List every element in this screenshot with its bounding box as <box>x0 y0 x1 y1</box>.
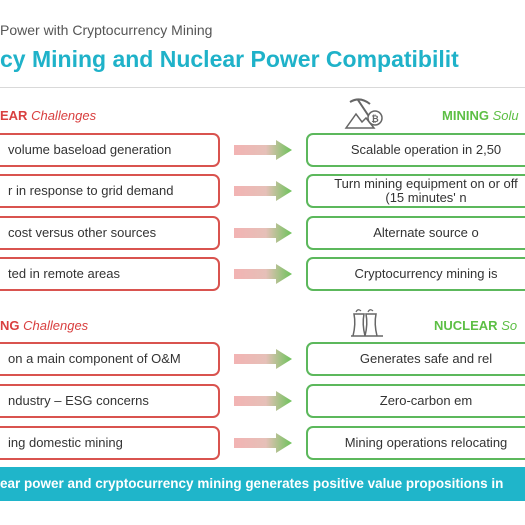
arrow-icon <box>234 223 292 243</box>
title-divider <box>0 87 525 88</box>
arrow-icon <box>234 391 292 411</box>
mining-challenges-heading-bold: NG <box>0 318 20 333</box>
mining-solution-box: Cryptocurrency mining is <box>306 257 525 291</box>
mining-challenge-box: on a main component of O&M <box>0 342 220 376</box>
nuclear-solution-box: Mining operations relocating <box>306 426 525 460</box>
summary-banner: ear power and cryptocurrency mining gene… <box>0 467 525 501</box>
nuclear-challenges-heading: EAR Challenges <box>0 108 96 123</box>
mining-solution-box: Alternate source o <box>306 216 525 250</box>
nuclear-solutions-heading: NUCLEAR So <box>434 318 517 333</box>
bottom-margin <box>0 501 525 525</box>
arrow-icon <box>234 181 292 201</box>
mining-solution-box: Scalable operation in 2,50 <box>306 133 525 167</box>
mining-challenges-heading: NG Challenges <box>0 318 88 333</box>
nuclear-solutions-heading-bold: NUCLEAR <box>434 318 498 333</box>
nuclear-solutions-heading-italic: So <box>501 318 518 333</box>
mining-challenge-box: ing domestic mining <box>0 426 220 460</box>
mining-challenges-heading-italic: Challenges <box>23 318 89 333</box>
arrow-icon <box>234 349 292 369</box>
mining-pickaxe-bitcoin-icon: ₿ <box>344 98 383 129</box>
mining-solution-line-1: Turn mining equipment on or off <box>334 176 518 191</box>
nuclear-solution-box: Zero-carbon em <box>306 384 525 418</box>
arrow-icon <box>234 140 292 160</box>
nuclear-challenge-box: ted in remote areas <box>0 257 220 291</box>
mining-solutions-heading-italic: Solu <box>492 108 519 123</box>
nuclear-plant-icon <box>351 309 383 337</box>
mining-solution-line-2: (15 minutes' n <box>385 190 467 205</box>
nuclear-challenge-box: volume baseload generation <box>0 133 220 167</box>
svg-text:₿: ₿ <box>371 114 378 125</box>
mining-challenge-box: ndustry – ESG concerns <box>0 384 220 418</box>
arrow-icon <box>234 264 292 284</box>
arrow-icon <box>234 433 292 453</box>
nuclear-challenges-heading-bold: EAR <box>0 108 28 123</box>
nuclear-solution-box: Generates safe and rel <box>306 342 525 376</box>
nuclear-challenges-heading-italic: Challenges <box>31 108 97 123</box>
mining-solutions-heading-bold: MINING <box>442 108 489 123</box>
nuclear-challenge-box: cost versus other sources <box>0 216 220 250</box>
mining-solution-box: Turn mining equipment on or off (15 minu… <box>306 174 525 208</box>
page-title: cy Mining and Nuclear Power Compatibilit <box>0 46 459 72</box>
supertitle: Power with Cryptocurrency Mining <box>0 22 213 38</box>
mining-solutions-heading: MINING Solu <box>442 108 519 123</box>
nuclear-challenge-box: r in response to grid demand <box>0 174 220 208</box>
